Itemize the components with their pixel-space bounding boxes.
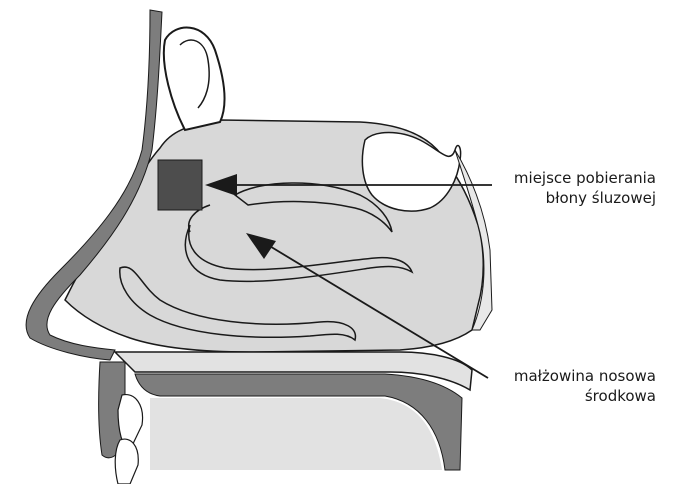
middle-turbinate-label-line1: małżowina nosowa [514, 366, 656, 386]
oral-cavity [150, 398, 442, 470]
frontal-sinus [164, 28, 225, 130]
sample-site-label-line2: błony śluzowej [514, 188, 656, 208]
sample-site-label-line1: miejsce pobierania [514, 168, 656, 188]
lower-tooth [115, 439, 138, 484]
sample-site-marker [158, 160, 202, 210]
sample-site-label: miejsce pobierania błony śluzowej [514, 168, 656, 208]
middle-turbinate-label-line2: środkowa [514, 386, 656, 406]
middle-turbinate-label: małżowina nosowa środkowa [514, 366, 656, 406]
